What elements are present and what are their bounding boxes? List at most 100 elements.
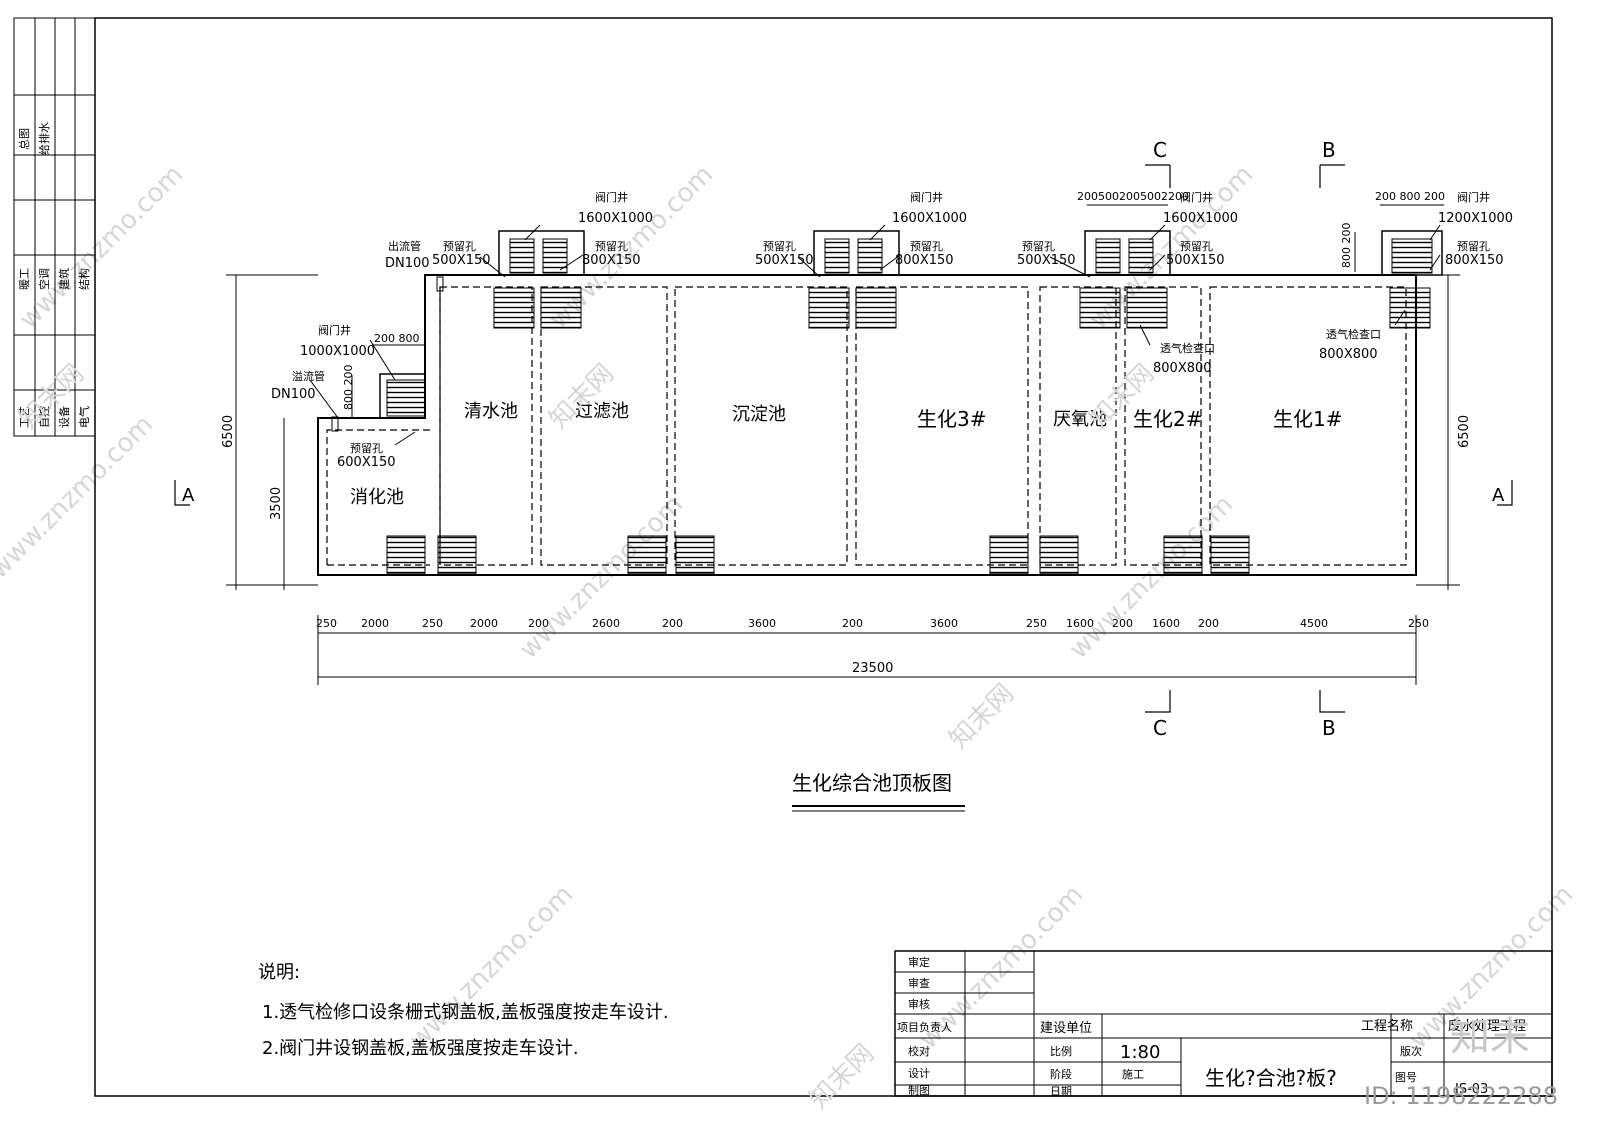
reserved-hole-size: 500X150 xyxy=(1017,253,1076,268)
dim-left-inner: 3500 xyxy=(269,487,284,520)
side-label-electrical: 电气 xyxy=(77,406,91,428)
scale-label: 比例 xyxy=(1050,1044,1072,1058)
dim-bottom: 200 xyxy=(1112,617,1133,630)
section-mark-c-top: C xyxy=(1153,138,1167,162)
vent-hatch-label: 透气检查口 xyxy=(1326,327,1381,341)
top-covers xyxy=(331,230,1443,432)
title-block xyxy=(894,950,1553,1097)
notes-heading: 说明: xyxy=(258,962,300,983)
overflow-pipe-dn: DN100 xyxy=(271,387,316,402)
reserved-hole-size: 800X150 xyxy=(582,253,641,268)
cover-hatch xyxy=(627,535,667,575)
reserved-hole-label: 预留孔 xyxy=(763,240,796,253)
watermark-id: ID: 1198222288 xyxy=(1364,1082,1558,1110)
tank-plan xyxy=(317,274,1417,576)
watermark-layer: www.znzmo.com www.znzmo.com www.znzmo.co… xyxy=(0,160,1579,1055)
role-label: 校对 xyxy=(908,1044,930,1058)
watermark-brand: 知末网 xyxy=(544,359,620,435)
note-item: 1.透气检修口设条栅式钢盖板,盖板强度按走车设计. xyxy=(262,1002,669,1023)
bottom-covers xyxy=(386,535,1250,575)
dim-left-height: 6500 xyxy=(221,415,236,448)
construction-unit-label: 建设单位 xyxy=(1040,1021,1092,1036)
cover-hatch xyxy=(1389,287,1431,329)
notes: 说明: 1.透气检修口设条栅式钢盖板,盖板强度按走车设计. 2.阀门井设钢盖板,… xyxy=(258,962,669,1059)
valve-well-4 xyxy=(1381,230,1443,276)
valve-well-2 xyxy=(813,230,900,276)
sheet-border xyxy=(94,17,1553,1097)
reserved-hole-label: 预留孔 xyxy=(595,240,628,253)
cover-hatch xyxy=(808,287,850,329)
drawing-no: JS-03 xyxy=(1454,1082,1488,1097)
room-labels: 消化池 清水池 过滤池 沉淀池 生化3# 厌氧池 生化2# 生化1# xyxy=(350,401,1342,508)
dim-bottom: 3600 xyxy=(748,617,776,630)
section-marks: A A B B C C xyxy=(174,138,1513,740)
valve-well-size: 1000X1000 xyxy=(300,344,375,359)
dim-bottom: 250 xyxy=(1026,617,1047,630)
dim-right-height: 6500 xyxy=(1457,415,1472,448)
dimension-texts: 250 2000 250 2000 200 2600 200 3600 200 … xyxy=(221,190,1472,676)
role-label: 审定 xyxy=(908,955,930,969)
reserved-hole-label: 预留孔 xyxy=(443,240,476,253)
room-label-bio-3: 生化3# xyxy=(917,407,986,431)
watermark-brand: 知末网 xyxy=(944,679,1020,755)
date-label: 日期 xyxy=(1050,1085,1072,1098)
section-mark-b-top: B xyxy=(1322,138,1336,162)
watermark-site: www.znzmo.com xyxy=(514,490,689,665)
drawing-title-group: 生化综合池顶板图 xyxy=(792,771,965,812)
version-label: 版次 xyxy=(1400,1044,1422,1058)
valve-well-label: 阀门井 xyxy=(910,190,943,204)
tank-outline xyxy=(317,274,1417,576)
section-mark-a-left: A xyxy=(182,485,195,506)
dim-left-top: 200 800 xyxy=(374,332,420,345)
watermark-brand: 知末网 xyxy=(804,1039,880,1115)
side-label-structure: 结构 xyxy=(77,268,91,290)
leader-lines xyxy=(309,224,1441,446)
side-label-architecture: 建筑 xyxy=(57,268,71,290)
cover-hatch xyxy=(1079,287,1121,329)
room-label-filter: 过滤池 xyxy=(575,401,629,422)
reserved-hole-size: 600X150 xyxy=(337,455,396,470)
valve-well-1 xyxy=(498,230,585,276)
dim-bottom: 4500 xyxy=(1300,617,1328,630)
valve-well-label: 阀门井 xyxy=(595,190,628,204)
reserved-hole-size: 500X150 xyxy=(1166,253,1225,268)
reserved-hole-label: 预留孔 xyxy=(1022,240,1055,253)
overflow-pipe-label: 溢流管 xyxy=(292,369,325,383)
cover-hatch xyxy=(493,287,535,329)
reserved-hole-label: 预留孔 xyxy=(350,442,383,455)
dim-bottom: 1600 xyxy=(1066,617,1094,630)
dim-bottom: 1600 xyxy=(1152,617,1180,630)
cover-hatch xyxy=(1163,535,1203,575)
section-mark-a-right: A xyxy=(1492,485,1505,506)
outlet-pipe-label: 出流管 xyxy=(388,239,421,253)
cover-hatch xyxy=(1039,535,1079,575)
section-mark-c-bottom: C xyxy=(1153,716,1167,740)
cover-hatch xyxy=(989,535,1029,575)
dim-bottom: 2000 xyxy=(361,617,389,630)
dim-bottom: 200 xyxy=(1198,617,1219,630)
room-label-sedimentation: 沉淀池 xyxy=(732,404,786,425)
project-name-label: 工程名称 xyxy=(1361,1018,1413,1034)
side-label-water: 给排水 xyxy=(37,122,51,155)
valve-well-size: 1600X1000 xyxy=(892,211,967,226)
cover-hatch xyxy=(386,535,426,575)
role-label: 审核 xyxy=(908,997,930,1011)
dim-bottom: 200 xyxy=(842,617,863,630)
valve-well-size: 1200X1000 xyxy=(1438,211,1513,226)
room-label-anaerobic: 厌氧池 xyxy=(1053,409,1107,430)
vent-hatch-label: 透气检查口 xyxy=(1160,341,1215,355)
valve-well-3 xyxy=(1084,230,1171,276)
watermark-site: www.znzmo.com xyxy=(1064,490,1239,665)
role-label: 设计 xyxy=(908,1067,930,1080)
valve-well-size: 1600X1000 xyxy=(578,211,653,226)
valve-well-label: 阀门井 xyxy=(1457,190,1490,204)
drawing-title: 生化综合池顶板图 xyxy=(792,771,952,795)
overflow-pipe-symbol xyxy=(331,416,339,432)
section-mark-b-bottom: B xyxy=(1322,716,1336,740)
role-label: 审查 xyxy=(908,976,930,990)
dim-top-b: 200 800 200 xyxy=(1375,190,1445,203)
reserved-hole-label: 预留孔 xyxy=(1457,240,1490,253)
room-label-bio-1: 生化1# xyxy=(1273,407,1342,431)
drawing-name: 生化?合池?板? xyxy=(1205,1066,1337,1090)
dim-bottom: 200 xyxy=(528,617,549,630)
